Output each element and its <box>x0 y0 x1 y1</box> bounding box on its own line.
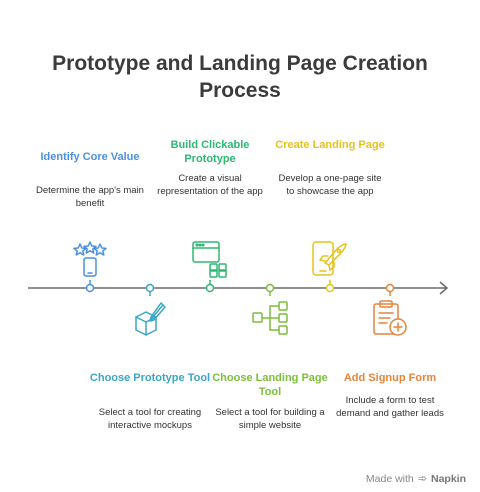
footer-credit: Made with ➾ Napkin <box>365 472 466 486</box>
marker-4 <box>265 283 275 293</box>
window-blocks-icon <box>190 238 230 278</box>
step-5-title: Create Landing Page <box>275 139 385 151</box>
step-2-desc: Select a tool for creating interactive m… <box>98 407 202 431</box>
step-6-desc: Include a form to test demand and gather… <box>336 395 444 419</box>
step-5-desc: Develop a one-page site to showcase the … <box>278 173 382 197</box>
page-title: Prototype and Landing Page Creation Proc… <box>0 50 480 104</box>
step-4-title: Choose Landing Page Tool <box>212 372 328 398</box>
step-1-desc: Determine the app's main benefit <box>36 185 144 209</box>
made-with-label: Made with <box>365 472 414 485</box>
title-line-2: Process <box>199 79 281 102</box>
cube-pencil-icon <box>130 298 170 338</box>
step-2-title: Choose Prototype Tool <box>89 372 211 384</box>
brand-label: Napkin <box>430 472 466 485</box>
flow-tree-icon <box>250 298 290 338</box>
stars-phone-icon <box>70 240 110 280</box>
step-6-title: Add Signup Form <box>343 372 437 384</box>
marker-6 <box>385 283 395 293</box>
rocket-phone-icon <box>310 238 350 278</box>
timeline-arrowhead <box>439 281 449 295</box>
title-line-1: Prototype and Landing Page Creation <box>52 52 428 75</box>
napkin-logo-icon: ➾ <box>417 473 427 485</box>
step-3-desc: Create a visual representation of the ap… <box>157 173 263 197</box>
marker-1 <box>85 283 95 293</box>
step-3-title: Build Clickable Prototype <box>170 139 250 165</box>
step-4-desc: Select a tool for building a simple webs… <box>215 407 325 431</box>
marker-5 <box>325 283 335 293</box>
clipboard-plus-icon <box>370 298 410 338</box>
marker-2 <box>145 283 155 293</box>
marker-3 <box>205 283 215 293</box>
step-1-title: Identify Core Value <box>40 151 140 163</box>
